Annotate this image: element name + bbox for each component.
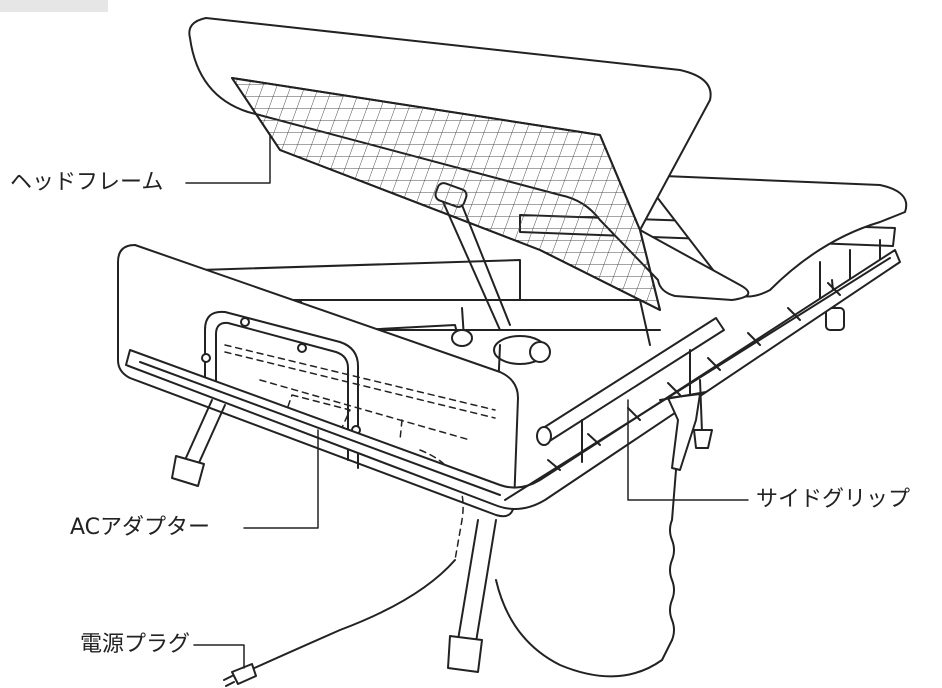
leader-ac-adapter [243,429,319,529]
main-frame-rail [139,257,891,501]
power-plug [231,663,257,685]
leader-head-frame [185,134,271,184]
label-power-plug: 電源プラグ [80,632,191,657]
side-grip-post [581,349,691,463]
front-leg-left-foot [171,455,205,487]
leader-side-grip [627,399,749,501]
leader-power-plug [193,644,245,669]
front-leg-center [457,519,497,643]
label-ac-adapter: ACアダプター [70,515,211,540]
label-side-grip: サイドグリップ [756,487,911,512]
coil-cord [669,469,677,641]
hand-grip-inner [215,321,349,461]
front-leg-right [699,379,703,433]
hand-grip [204,310,359,469]
hand-switch-top [659,391,707,401]
coil-cord-tail [495,579,673,678]
header-tab [0,0,108,12]
front-leg-center-foot [447,635,483,673]
frame-slats [547,282,841,471]
power-cord [249,559,456,671]
front-leg-left [184,399,226,466]
label-head-frame: ヘッドフレーム [10,170,164,195]
mattress-tail [639,174,908,298]
head-frame-border [231,77,661,311]
center-leg-foot [451,329,473,347]
rear-leg-foot-right [825,307,845,331]
main-frame [125,249,901,510]
actuator-cap [529,341,551,363]
